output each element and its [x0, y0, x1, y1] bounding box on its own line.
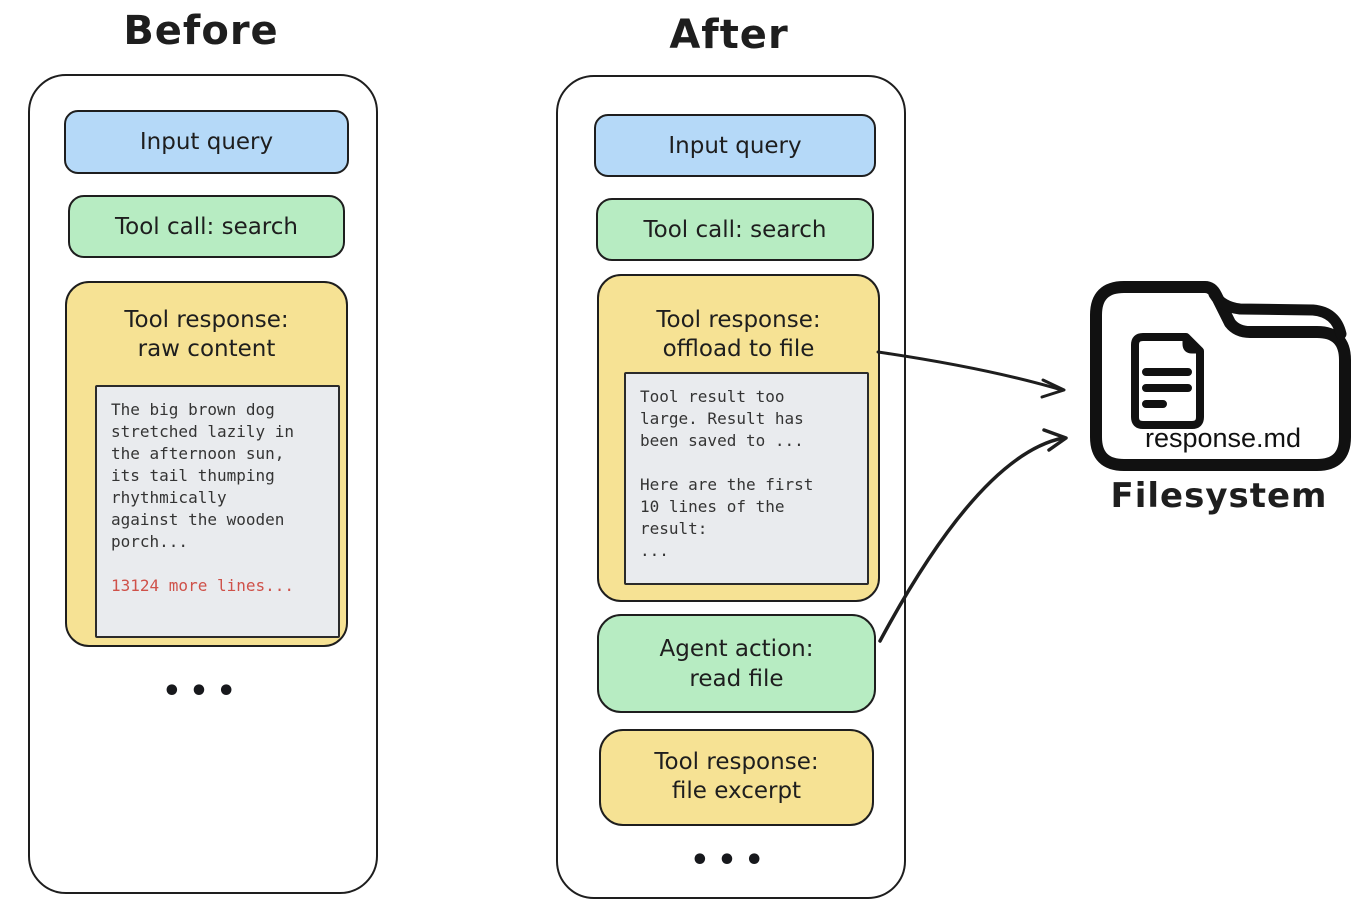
code-line: The big brown dog — [111, 400, 275, 419]
arrow-read-file — [878, 428, 1068, 643]
filesystem-label: Filesystem — [1110, 476, 1328, 516]
before-title: Before — [123, 8, 279, 54]
before-raw-content-block: The big brown dog stretched lazily in th… — [95, 385, 340, 638]
code-line: stretched lazily in — [111, 422, 295, 441]
after-agent-action-label: Agent action: read file — [660, 634, 814, 694]
before-input-query-box: Input query — [64, 110, 349, 174]
before-tool-call-label: Tool call: search — [115, 213, 298, 240]
after-tool-call-box: Tool call: search — [596, 198, 874, 261]
before-tool-response-title: Tool response: raw content — [67, 306, 346, 364]
after-tool-response-title-line2: offload to file — [662, 336, 815, 362]
code-line: porch... — [111, 532, 189, 551]
before-tool-call-box: Tool call: search — [68, 195, 345, 258]
after-agent-action-box: Agent action: read file — [597, 614, 876, 713]
code-line: ... — [640, 541, 669, 560]
after-tool-response-title-line1: Tool response: — [656, 307, 821, 333]
more-lines-indicator: 13124 more lines... — [111, 576, 295, 595]
after-tool-response-card: Tool response: offload to file Tool resu… — [597, 274, 880, 602]
file-name: response.md — [1145, 423, 1301, 453]
after-title: After — [669, 12, 789, 58]
after-file-excerpt-line1: Tool response: — [654, 749, 819, 775]
filesystem-folder: response.md — [1090, 278, 1352, 478]
before-ellipsis: ••• — [162, 674, 244, 709]
document-fold-corner — [1182, 338, 1198, 354]
code-line: rhythmically — [111, 488, 227, 507]
after-tool-call-label: Tool call: search — [643, 216, 827, 243]
code-line: Tool result too — [640, 387, 785, 406]
before-tool-response-card: Tool response: raw content The big brown… — [65, 281, 348, 647]
after-offload-content-block: Tool result too large. Result has been s… — [624, 372, 869, 585]
folder-lip — [1208, 288, 1347, 340]
code-line: its tail thumping — [111, 466, 275, 485]
after-tool-response-title: Tool response: offload to file — [599, 306, 878, 364]
code-line: been saved to ... — [640, 431, 804, 450]
after-ellipsis: ••• — [690, 843, 772, 878]
code-line: large. Result has — [640, 409, 804, 428]
document-text-lines — [1142, 368, 1192, 408]
code-line: Here are the first — [640, 475, 814, 494]
after-context-panel: Input query Tool call: search Tool respo… — [556, 75, 906, 899]
code-blank-line — [640, 452, 861, 474]
after-file-excerpt-line2: file excerpt — [671, 778, 802, 804]
code-line: result: — [640, 519, 708, 538]
code-line: the afternoon sun, — [111, 444, 285, 463]
after-input-query-label: Input query — [668, 132, 802, 159]
before-input-query-label: Input query — [139, 129, 274, 155]
folder-icon: response.md — [1090, 281, 1351, 471]
after-input-query-box: Input query — [594, 114, 876, 177]
after-file-excerpt-card: Tool response: file excerpt — [599, 729, 874, 826]
code-line: against the wooden — [111, 510, 285, 529]
before-tool-response-title-line1: Tool response: — [124, 307, 289, 333]
after-agent-action-line2: read file — [689, 665, 784, 692]
after-file-excerpt-label: Tool response: file excerpt — [601, 748, 872, 806]
before-tool-response-title-line2: raw content — [137, 336, 276, 362]
code-line: 10 lines of the — [640, 497, 785, 516]
after-agent-action-line1: Agent action: — [659, 635, 814, 662]
before-context-panel: Input query Tool call: search Tool respo… — [28, 74, 378, 894]
